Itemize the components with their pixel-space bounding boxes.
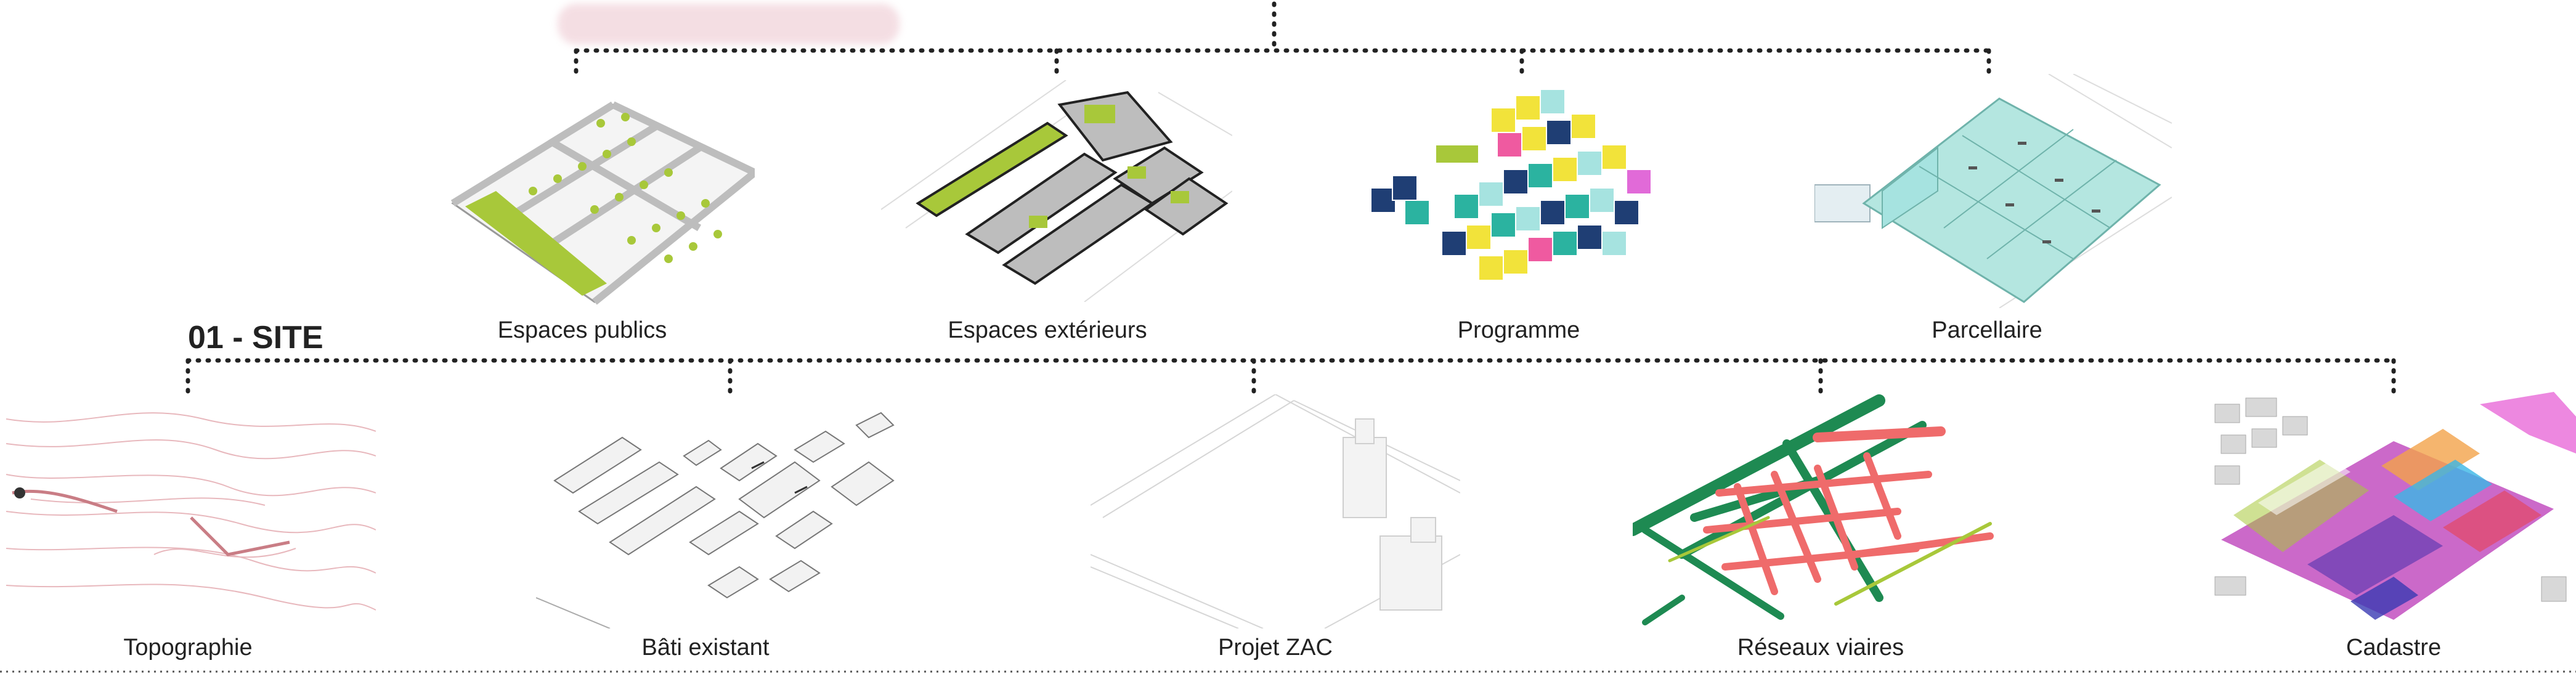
label-programme: Programme xyxy=(1457,317,1580,343)
label-parcellaire: Parcellaire xyxy=(1932,317,2042,343)
label-topographie: Topographie xyxy=(123,635,253,661)
thumb-topographie xyxy=(6,412,376,611)
label-cadastre: Cadastre xyxy=(2346,635,2442,661)
thumb-parcellaire xyxy=(1814,74,2172,308)
thumb-espaces-exterieurs xyxy=(881,80,1232,302)
blurred-title xyxy=(558,4,900,44)
thumb-cadastre xyxy=(2214,392,2576,620)
label-espaces-publics: Espaces publics xyxy=(497,317,667,343)
section-title-site: 01 - SITE xyxy=(188,320,323,356)
thumb-reseaux-viaires xyxy=(1633,394,1994,625)
label-espaces-exterieurs: Espaces extérieurs xyxy=(948,317,1147,343)
label-bati-existant: Bâti existant xyxy=(641,635,770,661)
thumb-programme xyxy=(1370,89,1652,281)
thumb-espaces-publics xyxy=(450,101,755,305)
thumb-bati-existant xyxy=(536,412,895,628)
label-projet-zac: Projet ZAC xyxy=(1218,635,1333,661)
label-reseaux-viaires: Réseaux viaires xyxy=(1737,635,1904,661)
thumb-projet-zac xyxy=(1091,394,1460,628)
